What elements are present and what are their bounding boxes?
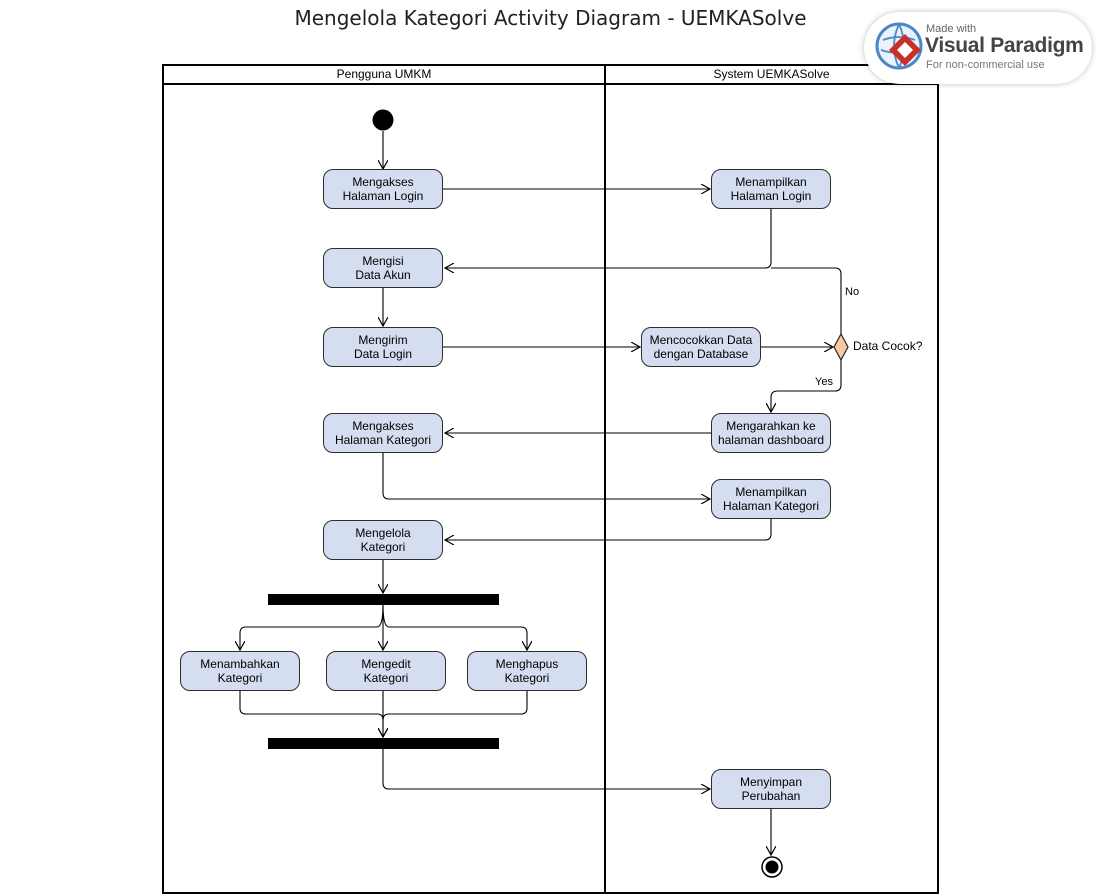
action-mengisi-data-akun: Mengisi Data Akun — [323, 248, 443, 288]
action-mengirim-data-login: Mengirim Data Login — [323, 327, 443, 367]
action-menampilkan-halaman-login: Menampilkan Halaman Login — [711, 169, 831, 209]
lane-header-system: System UEMKASolve — [713, 67, 830, 81]
control-flows — [239, 131, 842, 855]
flow-decision-no — [771, 267, 842, 334]
action-menyimpan-perubahan: Menyimpan Perubahan — [711, 769, 831, 809]
watermark-note: For non-commercial use — [926, 59, 1045, 71]
flow-hapus-to-join — [382, 691, 528, 721]
action-menambahkan-kategori: Menambahkan Kategori — [180, 651, 300, 691]
decision-node — [833, 332, 849, 362]
action-menampilkan-halaman-kategori: Menampilkan Halaman Kategori — [711, 479, 831, 519]
final-node — [761, 856, 783, 878]
guard-no: No — [845, 286, 860, 298]
flow-akses-kategori-to-tampil — [382, 453, 710, 499]
action-menghapus-kategori: Menghapus Kategori — [467, 651, 587, 691]
flow-tambah-to-join — [239, 691, 383, 737]
action-mengakses-halaman-kategori: Mengakses Halaman Kategori — [323, 413, 443, 453]
decision-label: Data Cocok? — [853, 339, 923, 353]
flow-tampil-login-to-isi — [445, 209, 772, 268]
flow-fork-to-tambah — [240, 604, 384, 650]
action-mencocokkan-data: Mencocokkan Data dengan Database — [641, 327, 761, 367]
watermark-made-with: Made with — [926, 23, 977, 35]
action-mengedit-kategori: Mengedit Kategori — [326, 651, 446, 691]
guard-yes: Yes — [815, 376, 833, 388]
diagram-title: Mengelola Kategori Activity Diagram - UE… — [294, 6, 807, 30]
initial-node — [372, 109, 394, 131]
lane-header-pengguna: Pengguna UMKM — [336, 67, 432, 81]
flow-fork-to-hapus — [382, 604, 527, 650]
flow-tampil-kategori-to-kelola — [445, 519, 772, 540]
action-mengelola-kategori: Mengelola Kategori — [323, 520, 443, 560]
flow-join-to-simpan — [382, 749, 710, 789]
join-bar — [268, 738, 499, 749]
watermark-brand: Visual Paradigm — [925, 34, 1084, 57]
swimlane-frame — [162, 64, 939, 894]
visual-paradigm-logo-icon — [875, 22, 923, 70]
fork-bar — [268, 594, 499, 605]
action-mengarahkan-dashboard: Mengarahkan ke halaman dashboard — [711, 413, 831, 453]
action-mengakses-halaman-login: Mengakses Halaman Login — [323, 169, 443, 209]
flow-decision-yes — [771, 360, 842, 412]
visual-paradigm-watermark: Made with Visual Paradigm For non-commer… — [864, 12, 1092, 84]
